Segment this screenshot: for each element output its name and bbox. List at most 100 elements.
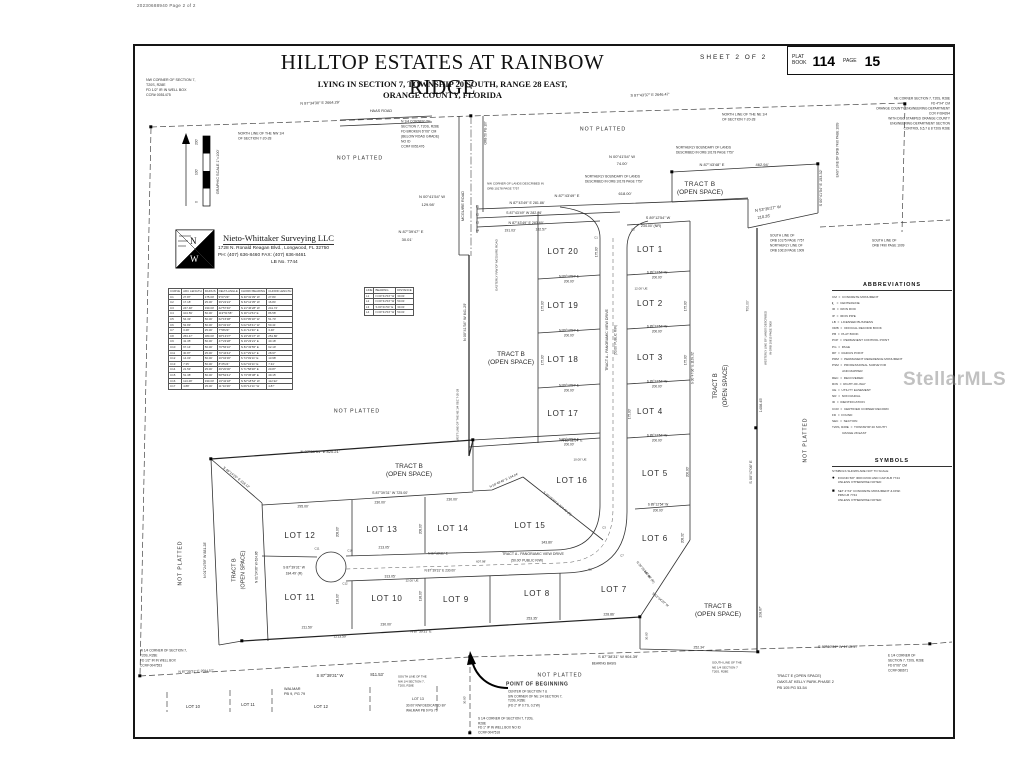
- abbreviation-item: FD = FOUND: [832, 412, 853, 417]
- symbols-note: SYMBOLS SHOWN ARE NOT TO SCALE: [832, 469, 889, 473]
- table-cell: S 47°29'12" E: [238, 349, 268, 357]
- table-cell: L3: [363, 303, 375, 311]
- road-centerline: [345, 238, 614, 570]
- scale-seg-2: [203, 171, 210, 189]
- abbreviation-item: UE = UTILITY EASEMENT: [832, 388, 871, 393]
- table-cell: CHORD BEARING: [238, 288, 268, 295]
- abbreviation-item: R/W = RIGHT-OF-WAY: [832, 381, 866, 386]
- table-cell: 3.48': [266, 327, 294, 334]
- table-cell: 49.15': [266, 371, 294, 379]
- table-cell: 50.01': [395, 298, 414, 305]
- table-cell: CHORD LENGTH: [266, 288, 294, 295]
- table-cell: 4.87': [266, 383, 294, 390]
- south-boundary: [241, 616, 641, 642]
- table-cell: C14: [167, 366, 183, 373]
- table-cell: 62.19': [266, 343, 294, 351]
- symbols-panel: SYMBOLS SYMBOLS SHOWN ARE NOT TO SCALE ●…: [832, 458, 952, 506]
- table-cell: 241.72': [266, 304, 294, 312]
- pob-arrow: [471, 660, 509, 689]
- south-section-line: [139, 641, 953, 677]
- plat-page-number: 15: [864, 52, 881, 69]
- west-boundary: [468, 255, 474, 457]
- surveyor-phone-fax: PH: (407) 636-8460 FAX: (407) 636-8461: [218, 253, 306, 258]
- sheet-number-label: SHEET 2 OF 2: [700, 54, 768, 61]
- symbol-glyph-icon: ■: [832, 487, 835, 493]
- table-cell: S 41°12'30" E: [238, 327, 268, 334]
- abbreviations-title: ABBREVIATIONS: [832, 282, 952, 291]
- table-cell: L1: [363, 292, 375, 300]
- table-cell: N 30°11'54" E: [238, 310, 268, 317]
- east-column-separators: [626, 270, 691, 510]
- table-cell: 50.01': [395, 309, 414, 316]
- abbreviation-item: T20S, R28E = TOWNSHIP 20 SOUTH: [832, 425, 887, 430]
- table-cell: 25.00': [202, 383, 218, 390]
- table-cell: DELTA ANGLE: [216, 288, 240, 295]
- symbol-description-line: SET 4"X4" CONCRETE MONUMENT & DISK: [837, 488, 901, 493]
- abbreviation-item: ID = IDENTIFICATION: [832, 400, 865, 405]
- table-cell: N 64°12'35" W: [238, 299, 268, 306]
- table-cell: S 63°05'18" W: [238, 316, 268, 323]
- table-cell: RADIUS: [202, 288, 218, 295]
- abbreviation-item: RANGE 28 EAST: [832, 431, 867, 436]
- table-cell: N 00°41'54" W: [373, 298, 397, 305]
- entrance-curves: [559, 206, 691, 249]
- abbreviation-item: PB = PLAT BOOK: [832, 332, 859, 337]
- plat-subtitle-line1: LYING IN SECTION 7, TOWNSHIP 20 SOUTH, R…: [317, 79, 568, 89]
- abbreviation-item: REC = RECOVERED: [832, 375, 864, 380]
- table-cell: C8: [167, 332, 183, 340]
- table-cell: 11°10'29": [216, 383, 240, 390]
- table-cell: LINE: [363, 287, 375, 294]
- road-inner-edge: [345, 238, 601, 557]
- table-cell: C11: [167, 349, 183, 357]
- south-top-row-separators: [261, 497, 426, 558]
- abbreviation-item: IP = IRON PIPE: [832, 313, 856, 318]
- table-cell: C5: [167, 316, 183, 323]
- surveyor-logo: N W: [175, 229, 215, 269]
- symbols-title: SYMBOLS: [832, 458, 952, 467]
- abbreviation-item: SEC = SECTION: [832, 419, 858, 424]
- table-cell: N 73°05'38" E: [238, 371, 268, 379]
- table-cell: N 81°33'55" E: [238, 343, 268, 351]
- table-cell: 30.01': [395, 292, 414, 300]
- svg-text:N: N: [190, 236, 197, 246]
- abbreviation-item: CCR = CERTIFIED CORNER RECORD: [832, 406, 889, 411]
- table-cell: S 74°49'11" E: [238, 355, 268, 362]
- table-cell: C15: [167, 371, 183, 379]
- table-cell: S 71°58'28" E: [238, 366, 268, 373]
- walmar-lot-lines: [166, 686, 438, 712]
- abbreviation-item: CM = CONCRETE MONUMENT: [832, 295, 879, 299]
- table-cell: S 62°34'11" E: [238, 360, 268, 368]
- jog-connectors: [459, 205, 478, 256]
- table-cell: S 00°41'54" E: [373, 303, 397, 311]
- table-cell: C6: [167, 321, 183, 329]
- table-cell: N 21°46'28" W: [238, 304, 268, 312]
- abbreviation-item: ORB = OFFICIAL RECORD BOOK: [832, 326, 882, 331]
- symbol-description-line: FOUND 5/8" IRON ROD AND CAP #LB 7744: [837, 476, 900, 480]
- scale-seg-1: [203, 136, 210, 154]
- abbreviation-item: NR = NON RADIAL: [832, 394, 861, 399]
- table-cell: C13: [167, 360, 183, 368]
- east-orb-line: [901, 103, 906, 233]
